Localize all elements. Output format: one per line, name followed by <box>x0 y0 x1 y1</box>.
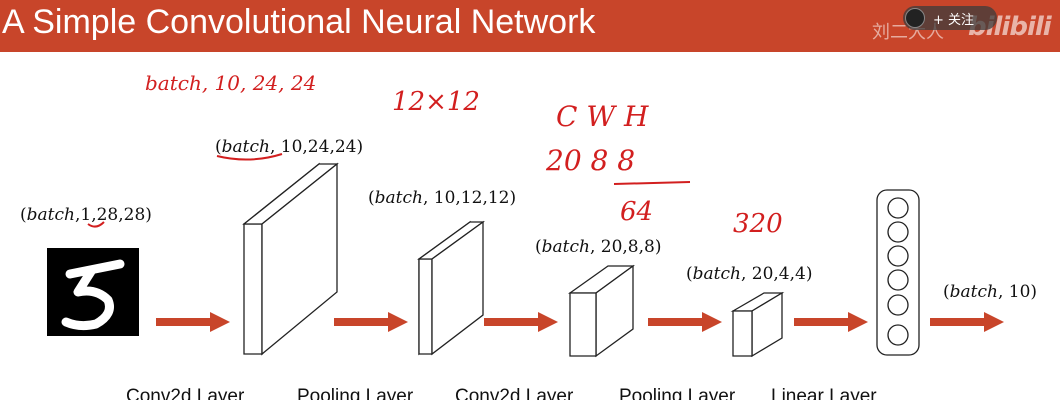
annotation-underline-1 <box>87 221 105 228</box>
annotation-64: 64 <box>620 197 653 227</box>
annotation-underline <box>613 181 691 185</box>
annotation-underline-batch <box>216 153 283 161</box>
arrow-5 <box>794 312 868 332</box>
conv2-feature-map <box>567 264 635 358</box>
arrow-3 <box>484 312 558 332</box>
arrow-4 <box>648 312 722 332</box>
conv1-feature-map <box>242 162 339 356</box>
pool1-feature-map <box>416 220 486 356</box>
layer-label-pool2: Pooling Layer <box>619 386 736 400</box>
annotation-20-8-8: 20 8 8 <box>545 144 635 177</box>
linear-layer-neurons <box>876 189 920 356</box>
layer-label-pool1: Pooling Layer <box>297 386 414 400</box>
arrow-1 <box>156 312 230 332</box>
slide-title: A Simple Convolutional Neural Network <box>2 3 596 41</box>
follow-label: + 关注 <box>933 13 975 28</box>
slide-header: A Simple Convolutional Neural Network 刘二… <box>0 0 1060 52</box>
layer-label-conv2: Conv2d Layer <box>455 386 574 400</box>
dim-conv2: (batch, 20,8,8) <box>535 237 661 257</box>
follow-button[interactable]: + 关注 <box>903 6 997 30</box>
annotation-cwh: C W H <box>556 100 649 133</box>
dim-pool2: (batch, 20,4,4) <box>686 264 812 284</box>
layer-label-linear: Linear Layer <box>771 386 877 400</box>
cnn-diagram: batch, 10, 24, 24 12×12 C W H 20 8 8 64 … <box>20 71 1037 400</box>
layer-label-conv1: Conv2d Layer <box>126 386 245 400</box>
pool2-feature-map <box>730 291 785 358</box>
dim-output: (batch, 10) <box>943 282 1037 302</box>
dim-input: (batch,1,28,28) <box>20 205 152 225</box>
annotation-12x12: 12×12 <box>392 87 480 117</box>
annotation-batch-10-24-24: batch, 10, 24, 24 <box>145 71 316 95</box>
annotation-320: 320 <box>733 209 783 239</box>
input-digit-image <box>47 248 139 336</box>
arrow-2 <box>334 312 408 332</box>
dim-pool1: (batch, 10,12,12) <box>368 188 516 208</box>
arrow-6 <box>930 312 1004 332</box>
avatar <box>905 8 925 28</box>
dim-conv1: (batch, 10,24,24) <box>215 137 363 157</box>
